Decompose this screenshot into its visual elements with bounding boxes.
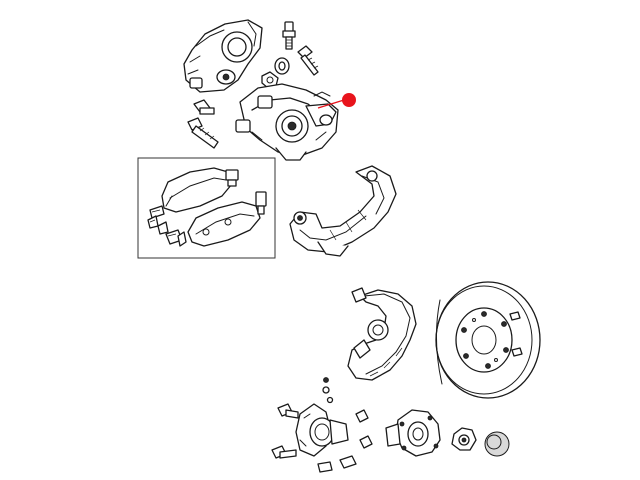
brake-dust-shield [347,287,417,381]
caliper-mount-bolt-left [187,99,219,149]
caliper-guide-bolt [297,45,319,76]
caliper-actuator-housing [183,19,263,93]
brake-caliper [235,83,339,161]
hub-nut [451,427,477,451]
steering-knuckle [295,403,349,457]
callout-marker-dot [342,93,356,107]
pad-clips [147,205,187,247]
caliper-nut [261,71,279,89]
brake-pad-inset [137,157,276,259]
bleeder-fitting [282,21,296,50]
outer-brake-pad [187,191,267,247]
hub-bearing-assembly [385,409,441,457]
rotor-screws [509,311,523,357]
caliper-anchor-bracket [289,165,397,257]
hub-dust-cap [484,431,510,457]
inner-brake-pad [161,167,239,213]
hub-bolts [271,403,373,473]
guide-bushing [274,57,290,75]
brake-rotor [435,281,541,399]
hub-washers [322,377,334,404]
callout-indicator [317,93,356,109]
